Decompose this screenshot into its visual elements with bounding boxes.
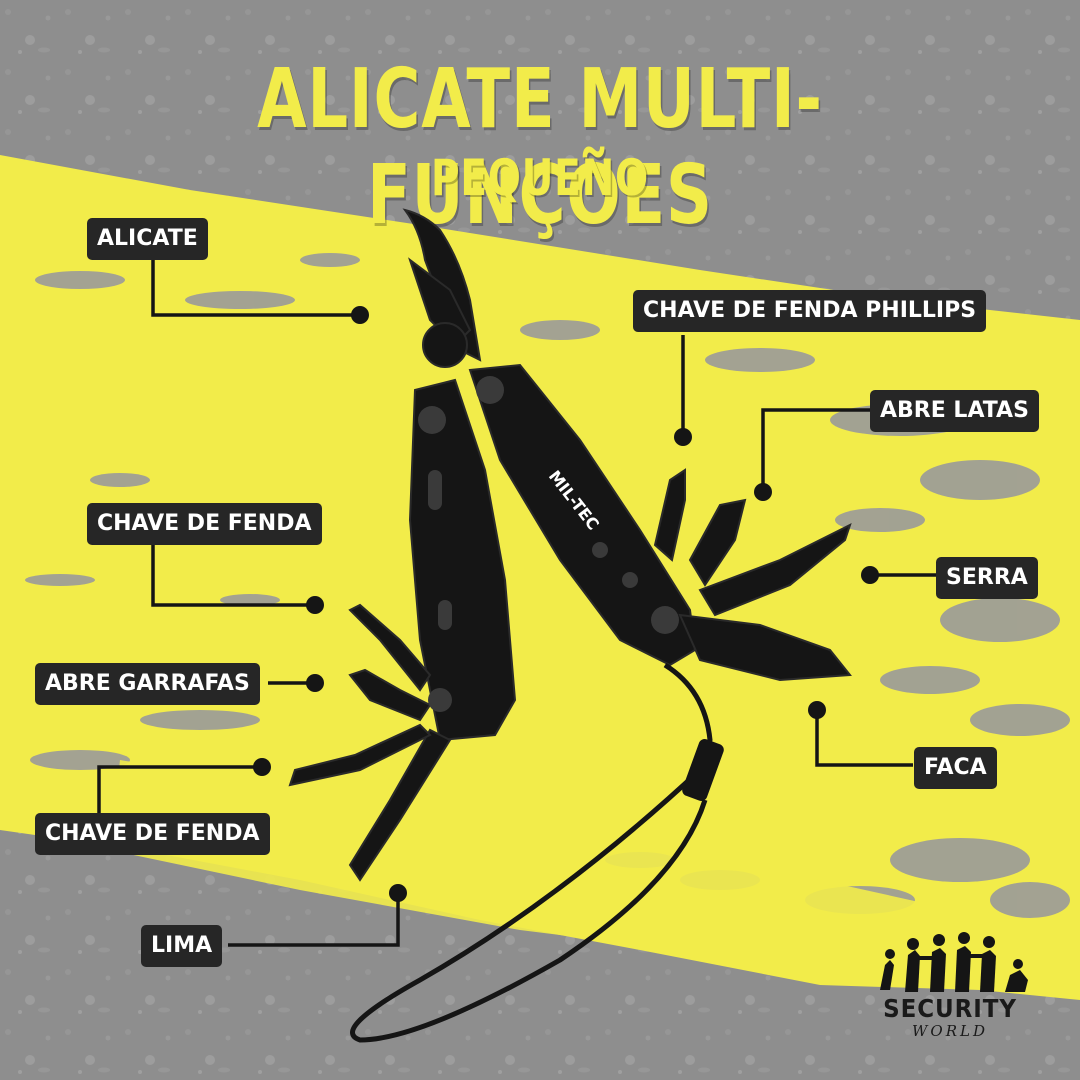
label-abre-garrafas: ABRE GARRAFAS — [35, 663, 260, 705]
label-chave-fenda-2: CHAVE DE FENDA — [35, 813, 270, 855]
can-opener-blade — [688, 498, 747, 587]
file-blade — [348, 728, 452, 882]
screwdriver-blade — [348, 603, 432, 692]
label-lima: LIMA — [141, 925, 223, 967]
label-serra: SERRA — [936, 557, 1038, 599]
security-world-logo: SECURITY WORLD — [860, 920, 1040, 1060]
logo-text: SECURITY — [883, 994, 1017, 1023]
flat-screwdriver-blade — [288, 723, 432, 787]
label-alicate: ALICATE — [87, 218, 208, 260]
knife-blade — [678, 613, 852, 682]
label-abre-latas: ABRE LATAS — [870, 390, 1039, 432]
soldier-silhouettes-icon — [880, 932, 1028, 992]
page-subtitle: PEQUENO — [431, 149, 649, 207]
left-handle — [408, 378, 517, 742]
logo-subtext: WORLD — [912, 1022, 988, 1040]
label-chave-phillips: CHAVE DE FENDA PHILLIPS — [633, 290, 987, 332]
label-faca: FACA — [914, 747, 997, 789]
phillips-blade — [653, 468, 686, 562]
saw-blade — [698, 523, 852, 617]
label-chave-fenda-1: CHAVE DE FENDA — [87, 503, 322, 545]
